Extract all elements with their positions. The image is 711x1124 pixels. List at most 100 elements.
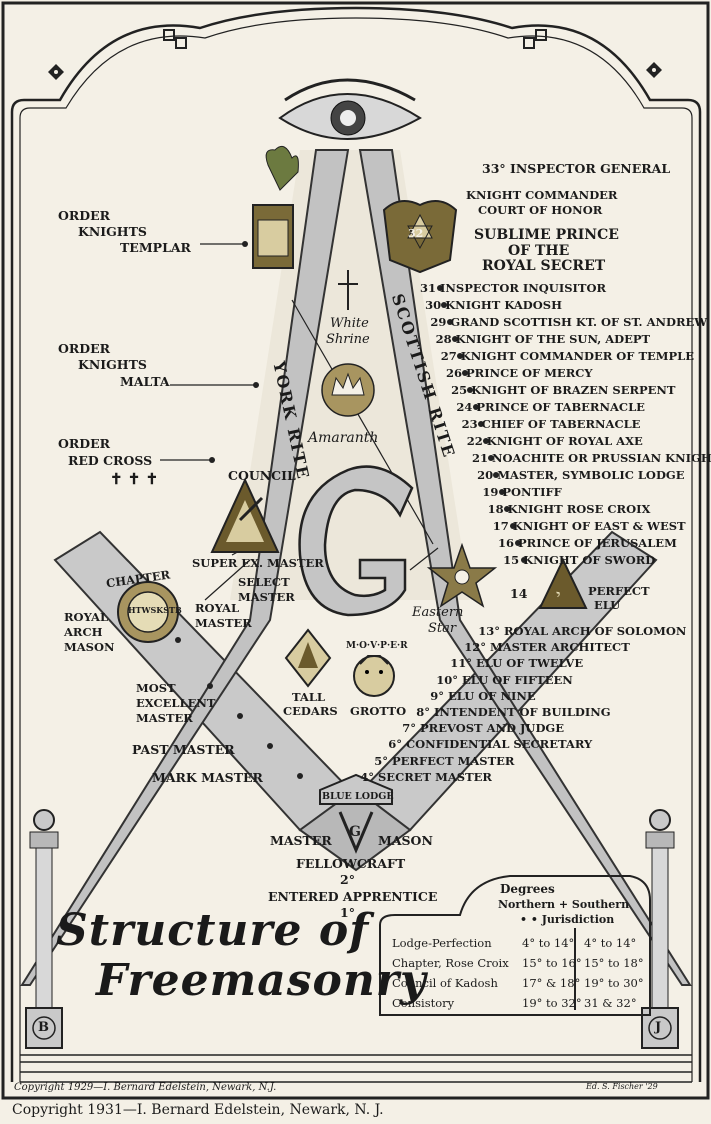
table-heading-2: Northern + Southern — [498, 898, 630, 911]
degree-label: MASTER ARCHITECT — [490, 640, 630, 655]
scottish-degree-row: 10°ELU OF FIFTEEN — [436, 672, 573, 687]
perfect-elu-line1: PERFECT — [588, 584, 650, 598]
jurisdiction-body: Consistory — [392, 996, 455, 1010]
scottish-degree-row: 8° INTENDENT OF BUILDING — [408, 705, 611, 719]
fellowcraft-label: FELLOWCRAFT — [296, 856, 406, 871]
northern-degrees: 4° to 14° — [522, 936, 575, 950]
inner-border-thin — [19, 17, 693, 1082]
title-line1: Structure of — [56, 905, 370, 956]
order-malta-line2: KNIGHTS — [78, 357, 147, 372]
copyright-inner: Copyright 1929—I. Bernard Edelstein, New… — [14, 1082, 277, 1093]
jurisdiction-table-frame — [379, 875, 651, 1016]
degree-number: 29 — [430, 315, 447, 329]
degree-number: 19 — [482, 485, 499, 499]
degree-number: 15 — [503, 553, 520, 567]
degree-label: KNIGHT COMMANDER OF TEMPLE — [460, 349, 695, 363]
degree-label: MASTER, SYMBOLIC LODGE — [497, 468, 685, 482]
svg-text:י: י — [556, 586, 561, 607]
order-templar-line2: KNIGHTS — [78, 224, 147, 239]
master-mason-label1: MASTER — [270, 833, 332, 848]
order-malta-line3: MALTA — [120, 374, 170, 389]
degree-label: INTENDENT OF BUILDING — [434, 705, 611, 719]
order-templar-line3: TEMPLAR — [120, 240, 191, 255]
scottish-degree-row: 5°PERFECT MASTER — [366, 755, 514, 768]
degree-number: 18 — [487, 502, 504, 516]
degree-label: KNIGHT KADOSH — [445, 298, 562, 312]
tall-cedars-icon — [284, 628, 332, 688]
order-templar-line1: ORDER — [58, 208, 111, 223]
degree-number: 16 — [497, 536, 514, 550]
degree-label: CHIEF OF TABERNACLE — [481, 417, 641, 431]
select-master-line2: MASTER — [238, 590, 295, 604]
past-master-label: PAST MASTER — [132, 742, 235, 757]
tall-cedars-line1: TALL — [292, 690, 326, 704]
degree-number: 22 — [466, 434, 483, 448]
grotto-label: GROTTO — [350, 704, 407, 718]
scottish-degree-row: 11°ELU OF TWELVE — [450, 658, 583, 670]
royal-master-line2: MASTER — [195, 616, 252, 630]
royal-arch-line1: ROYAL — [64, 610, 109, 624]
northern-degrees: 15° to 16° — [522, 956, 582, 970]
sublime-prince-line3: ROYAL SECRET — [482, 258, 606, 274]
amaranth-label: Amaranth — [308, 430, 379, 446]
degree-number: 30 — [425, 298, 442, 312]
jurisdiction-body: Lodge-Perfection — [392, 936, 492, 950]
scottish-degree-row: 13°ROYAL ARCH OF SOLOMON — [478, 625, 686, 638]
most-excellent-line3: MASTER — [136, 711, 193, 725]
degree-number: 28 — [435, 332, 452, 346]
degree-number: 10° — [436, 672, 458, 687]
degree-label: ELU OF NINE — [448, 688, 536, 703]
degree-label: ELU OF TWELVE — [476, 656, 584, 671]
select-master-line1: SELECT — [238, 575, 290, 589]
southern-degrees: 4° to 14° — [584, 936, 637, 950]
blue-lodge-label: BLUE LODGE — [322, 791, 394, 802]
degree-number: 12° — [464, 640, 486, 655]
royal-master-line1: ROYAL — [195, 601, 240, 615]
double-eagle-32-icon — [382, 200, 458, 274]
corner-ornament-right — [523, 29, 662, 78]
scottish-degree-row: 12° MASTER ARCHITECT — [464, 640, 630, 655]
degree-number: 21 — [471, 451, 488, 465]
scottish-degree-row: 4°SECRET MASTER — [352, 771, 492, 784]
degree-label: KNIGHT OF THE SUN, ADEPT — [455, 332, 651, 346]
council-triangle-icon — [210, 477, 280, 553]
table-heading-3: • • Jurisdiction — [520, 913, 615, 926]
southern-degrees: 31 & 32° — [584, 996, 637, 1010]
degree-label: KNIGHT OF ROYAL AXE — [486, 434, 643, 448]
royal-arch-line3: MASON — [64, 640, 115, 654]
royal-arch-line2: ARCH — [64, 625, 103, 639]
outer-frame — [1, 1, 710, 1100]
copyright-outer: Copyright 1931—I. Bernard Edelstein, New… — [12, 1102, 384, 1118]
degree-label: PRINCE OF TABERNACLE — [476, 400, 645, 414]
mark-master-label: MARK MASTER — [152, 770, 263, 785]
seal-32-label: 32 — [408, 227, 424, 240]
knight-commander-line1: KNIGHT COMMANDER — [466, 188, 618, 202]
knight-commander-line2: COURT OF HONOR — [478, 203, 603, 217]
eastern-star-line1: Eastern — [412, 605, 464, 620]
degree-number: 9° — [430, 688, 444, 703]
letter-g-icon — [298, 465, 414, 617]
templar-cross-icon — [252, 145, 299, 269]
degree-2-label: 2° — [340, 872, 355, 887]
inner-border — [10, 6, 702, 1082]
jurisdiction-body: Council of Kadosh — [392, 976, 498, 990]
degree-number: 8° — [416, 705, 430, 719]
corner-ornament-left — [48, 29, 187, 80]
southern-degrees: 15° to 18° — [584, 956, 644, 970]
scottish-degree-row: 9° ELU OF NINE — [422, 688, 536, 703]
rail-dots — [175, 241, 527, 779]
degree-label: PREVOST AND JUDGE — [420, 721, 565, 736]
table-heading-1: Degrees — [500, 882, 555, 896]
